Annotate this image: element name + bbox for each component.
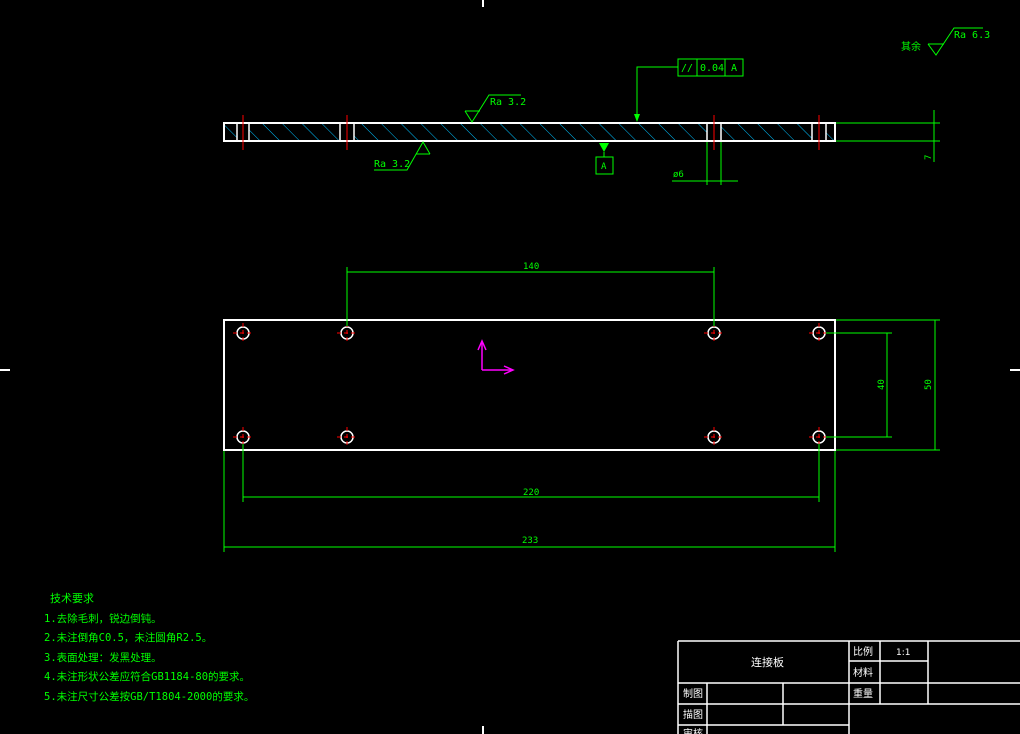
scale-label: 比例 xyxy=(853,645,873,658)
ucs-axis-icon xyxy=(477,339,515,375)
hole-span-dimension xyxy=(242,444,820,502)
roughness-symbol-top xyxy=(464,94,521,123)
roughness-default-label: 其余 xyxy=(901,40,921,53)
length-dimension xyxy=(223,451,836,552)
weight-label: 重量 xyxy=(853,687,873,700)
section-hatch xyxy=(224,123,835,141)
hole-diameter-dimension xyxy=(672,142,738,185)
note-item: 5.未注尺寸公差按GB/T1804-2000的要求。 xyxy=(44,690,254,703)
title-block: 连接板 比例 1:1 材料 重量 制图 描图 审核 xyxy=(677,640,1020,734)
mounting-holes xyxy=(236,326,826,444)
roughness-symbol-bottom xyxy=(374,141,431,171)
drafter-label: 描图 xyxy=(683,708,703,721)
datum-feature-a: A xyxy=(595,143,614,175)
parallelism-datum: A xyxy=(731,63,737,74)
roughness-default-value: Ra 6.3 xyxy=(954,30,990,41)
plan-view: 140 40 50 220 233 xyxy=(223,262,940,552)
hole-spacing-dimension xyxy=(346,267,715,326)
default-roughness-symbol: 其余 Ra 6.3 xyxy=(901,27,990,56)
note-item: 3.表面处理：发黑处理。 xyxy=(44,651,162,664)
hole-row-dimension xyxy=(826,332,892,438)
parallelism-tolerance: 0.04 xyxy=(700,63,724,74)
plate-outline xyxy=(223,319,836,451)
parallelism-tolerance-frame: // 0.04 A xyxy=(634,58,744,122)
datum-label: A xyxy=(601,162,607,172)
scale-value: 1:1 xyxy=(896,648,910,658)
note-item: 2.未注倒角C0.5，未注圆角R2.5。 xyxy=(44,631,212,644)
width-dimension xyxy=(836,319,940,451)
part-name: 连接板 xyxy=(751,655,784,669)
section-view: Ra 3.2 Ra 3.2 // 0.04 A A xyxy=(223,58,940,185)
roughness-top-value: Ra 3.2 xyxy=(490,97,526,108)
material-label: 材料 xyxy=(853,666,873,679)
hole-spacing-text: 140 xyxy=(523,262,539,272)
notes-title: 技术要求 xyxy=(50,592,94,605)
section-outline xyxy=(223,122,836,142)
hole-row-text: 40 xyxy=(877,379,887,390)
thickness-dimension xyxy=(836,110,940,162)
section-centerlines xyxy=(242,115,820,150)
note-item: 1.去除毛刺，锐边倒钝。 xyxy=(44,612,162,625)
length-text: 233 xyxy=(522,536,538,546)
thickness-text: 7 xyxy=(924,155,934,160)
technical-requirements: 技术要求 1.去除毛刺，锐边倒钝。 2.未注倒角C0.5，未注圆角R2.5。 3… xyxy=(44,592,254,703)
review-label: 审核 xyxy=(683,727,703,734)
parallelism-symbol: // xyxy=(681,63,693,74)
drawn-label: 制图 xyxy=(683,687,703,700)
hole-center-marks xyxy=(233,323,830,448)
roughness-bottom-value: Ra 3.2 xyxy=(374,159,410,170)
hole-diameter-text: ø6 xyxy=(673,170,684,180)
note-item: 4.未注形状公差应符合GB1184-80的要求。 xyxy=(44,670,250,683)
width-text: 50 xyxy=(924,379,934,390)
hole-span-text: 220 xyxy=(523,488,539,498)
